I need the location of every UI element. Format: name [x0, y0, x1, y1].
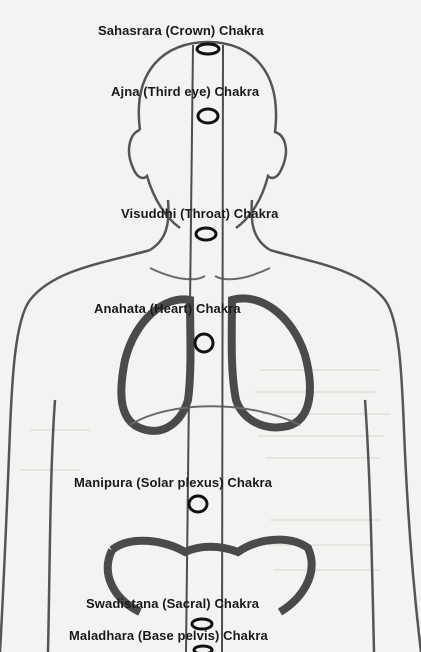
label-visuddhi: Visuddhi (Throat) Chakra	[121, 206, 278, 221]
label-manipura: Manipura (Solar plexus) Chakra	[74, 475, 272, 490]
diaphragm	[130, 406, 300, 425]
left-lung	[121, 299, 190, 430]
collar-bones	[150, 268, 270, 279]
label-swadistana: Swadistana (Sacral) Chakra	[86, 596, 259, 611]
chakra-ring-icon	[189, 496, 207, 512]
label-ajna: Ajna (Third eye) Chakra	[111, 84, 259, 99]
chakra-ring-icon	[195, 334, 213, 352]
label-sahasrara: Sahasrara (Crown) Chakra	[98, 23, 264, 38]
central-channel-right	[222, 45, 223, 652]
label-maladhara: Maladhara (Base pelvis) Chakra	[69, 628, 268, 643]
chakra-ring-icon	[198, 109, 218, 123]
chakra-ring-icon	[197, 44, 219, 54]
chakra-ring-icon	[194, 646, 212, 652]
label-anahata: Anahata (Heart) Chakra	[94, 301, 241, 316]
chakra-ring-icon	[196, 228, 216, 240]
head-outline	[129, 42, 286, 228]
background-texture	[20, 370, 390, 570]
